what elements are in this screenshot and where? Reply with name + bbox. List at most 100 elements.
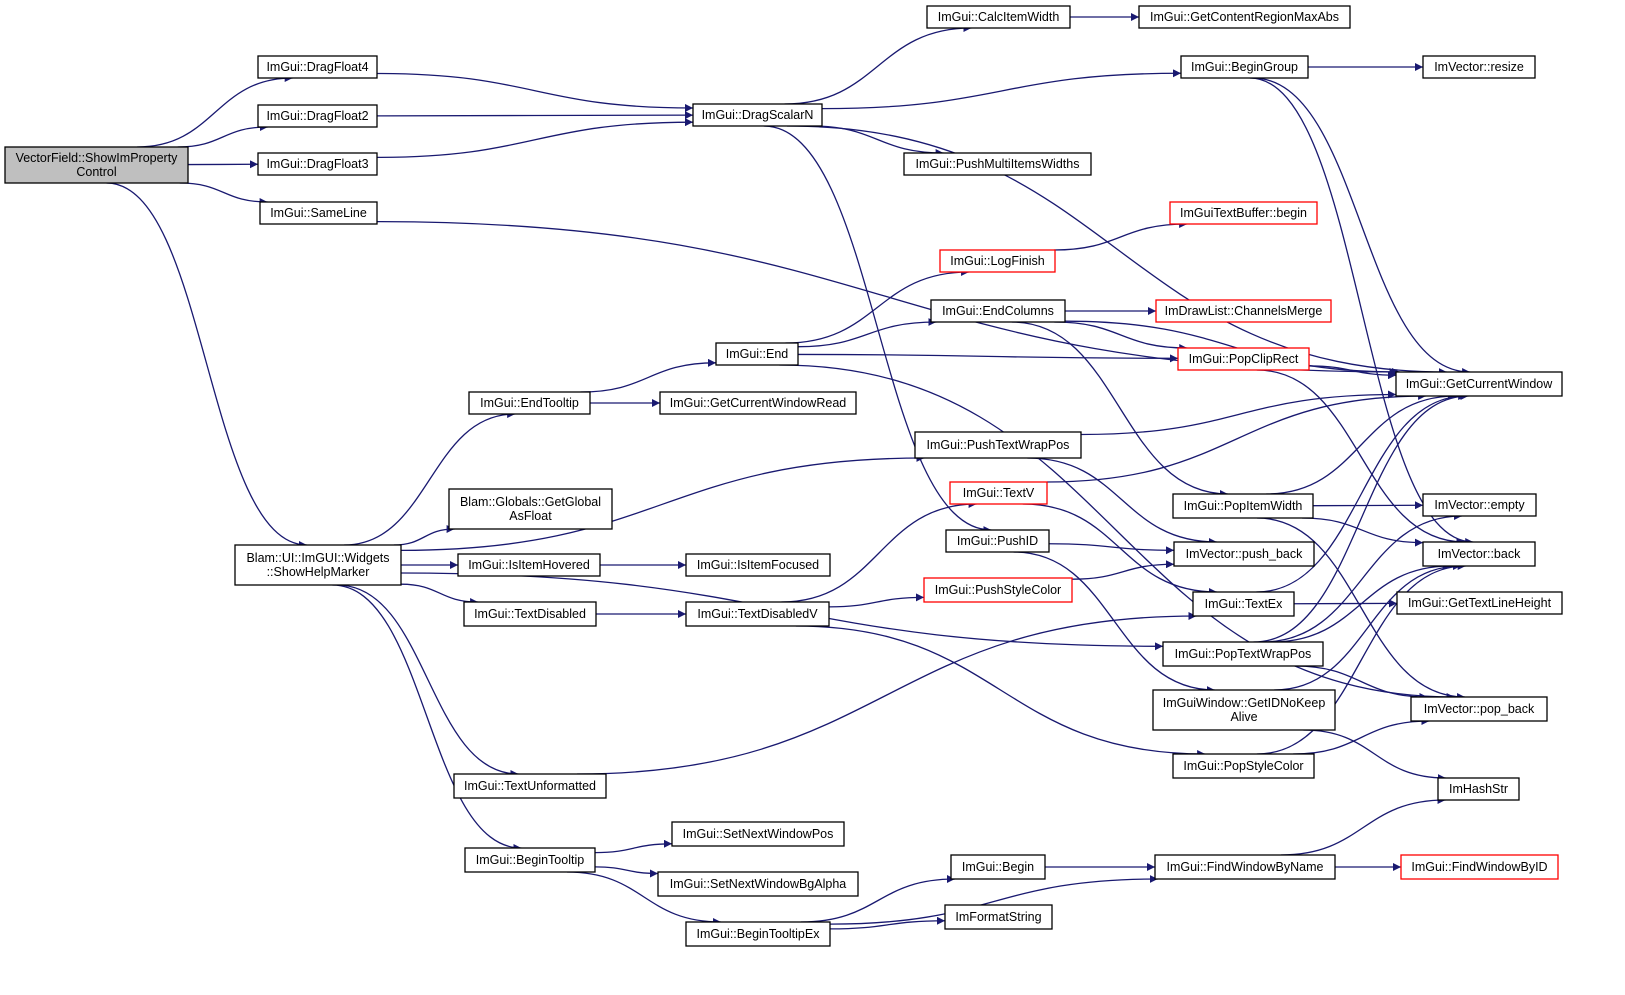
node-imformatstring[interactable]: ImFormatString: [944, 904, 1053, 930]
node-box: [234, 544, 402, 586]
node-box: [685, 921, 831, 947]
node-pushid[interactable]: ImGui::PushID: [945, 529, 1050, 553]
node-box: [903, 152, 1092, 176]
node-textbufferbegin[interactable]: ImGuiTextBuffer::begin: [1169, 201, 1318, 225]
edge-begintooltip-to-setnextwindowpos: [594, 839, 673, 854]
node-label: ImGui::EndTooltip: [480, 396, 579, 410]
node-pushmultiitemswidths[interactable]: ImGui::PushMultiItemsWidths: [903, 152, 1092, 176]
node-back[interactable]: ImVector::back: [1422, 541, 1536, 567]
edge-poptextwrappos-to-back: [1271, 562, 1451, 643]
node-begingroup[interactable]: ImGui::BeginGroup: [1180, 55, 1309, 79]
node-channelsmerge[interactable]: ImDrawList::ChannelsMerge: [1155, 299, 1332, 323]
node-findwindowbyid[interactable]: ImGui::FindWindowByID: [1400, 854, 1559, 880]
node-popcliprect[interactable]: ImGui::PopClipRect: [1177, 347, 1310, 371]
node-setnextwindowpos[interactable]: ImGui::SetNextWindowPos: [671, 821, 845, 847]
node-dragscalarn[interactable]: ImGui::DragScalarN: [692, 103, 823, 127]
node-box: [464, 847, 596, 873]
node-label: ImGuiTextBuffer::begin: [1180, 206, 1307, 220]
node-logfinish[interactable]: ImGui::LogFinish: [939, 249, 1056, 273]
node-endtooltip[interactable]: ImGui::EndTooltip: [468, 391, 591, 415]
node-popback[interactable]: ImVector::pop_back: [1410, 696, 1548, 722]
node-box: [1180, 55, 1309, 79]
edge-dragscalarn-to-calcitemwidth: [784, 24, 972, 105]
edge-getidnokeepalive-to-imhashstr: [1303, 729, 1446, 782]
node-label: ImGui::CalcItemWidth: [938, 10, 1060, 24]
node-df4[interactable]: ImGui::DragFloat4: [257, 55, 378, 79]
node-endcolumns[interactable]: ImGui::EndColumns: [930, 299, 1066, 323]
node-pushtextwrappos[interactable]: ImGui::PushTextWrapPos: [914, 431, 1082, 459]
node-getcontentregionmaxabs[interactable]: ImGui::GetContentRegionMaxAbs: [1138, 5, 1351, 29]
node-sameline[interactable]: ImGui::SameLine: [259, 201, 378, 225]
node-isitemhovered[interactable]: ImGui::IsItemHovered: [457, 553, 601, 577]
node-label: ImGui::DragScalarN: [702, 108, 814, 122]
node-box: [1172, 493, 1314, 519]
node-popstylecolor[interactable]: ImGui::PopStyleColor: [1172, 753, 1315, 779]
node-getcurrentwindow[interactable]: ImGui::GetCurrentWindow: [1395, 371, 1563, 397]
edge-endcolumns-to-getcurrentwindow: [1064, 320, 1400, 376]
node-poptextwrappos[interactable]: ImGui::PopTextWrapPos: [1162, 641, 1324, 667]
node-showhelpmarker[interactable]: Blam::UI::ImGUI::Widgets::ShowHelpMarker: [234, 544, 402, 586]
node-label: ImGui::IsItemHovered: [468, 558, 590, 572]
node-popitemwidth[interactable]: ImGui::PopItemWidth: [1172, 493, 1314, 519]
node-box: [1162, 641, 1324, 667]
edge-end-to-endcolumns: [797, 318, 937, 348]
node-label: ImGui::BeginTooltip: [476, 853, 584, 867]
node-label: ImFormatString: [955, 910, 1041, 924]
edge-end-to-popcliprect: [797, 353, 1179, 363]
node-resize[interactable]: ImVector::resize: [1422, 55, 1536, 79]
node-textv[interactable]: ImGui::TextV: [949, 481, 1048, 505]
node-label: ::ShowHelpMarker: [267, 565, 370, 579]
node-box: [923, 577, 1073, 603]
node-label: ImGui::GetTextLineHeight: [1408, 596, 1552, 610]
edge-popstylecolor-to-back: [1256, 562, 1466, 755]
node-box: [657, 871, 859, 897]
edge-dragscalarn-to-pushmultiitemswidths: [811, 125, 944, 157]
edge-pushtextwrappos-to-getcurrentwindow: [1080, 390, 1397, 436]
edge-popitemwidth-to-popback: [1256, 517, 1466, 701]
node-end[interactable]: ImGui::End: [715, 342, 799, 366]
node-box: [715, 342, 799, 366]
node-label: ImVector::back: [1438, 547, 1521, 561]
node-gettextlineheight[interactable]: ImGui::GetTextLineHeight: [1396, 591, 1563, 615]
node-begin[interactable]: ImGui::Begin: [950, 854, 1046, 880]
node-begintooltip[interactable]: ImGui::BeginTooltip: [464, 847, 596, 873]
node-label: ImGui::SameLine: [270, 206, 367, 220]
edge-begintooltipex-to-begin: [800, 875, 956, 923]
node-begintooltipex[interactable]: ImGui::BeginTooltipEx: [685, 921, 831, 947]
node-box: [944, 904, 1053, 930]
node-empty[interactable]: ImVector::empty: [1422, 493, 1537, 517]
node-box: [4, 146, 189, 184]
node-box: [1138, 5, 1351, 29]
node-textdisabled[interactable]: ImGui::TextDisabled: [463, 601, 597, 627]
node-df3[interactable]: ImGui::DragFloat3: [257, 152, 378, 176]
node-label: ImVector::pop_back: [1424, 702, 1535, 716]
node-pushstylecolor[interactable]: ImGui::PushStyleColor: [923, 577, 1073, 603]
node-textdisabledv[interactable]: ImGui::TextDisabledV: [685, 601, 830, 627]
node-getcurrentwindowread[interactable]: ImGui::GetCurrentWindowRead: [659, 391, 857, 415]
node-box: [1192, 591, 1295, 617]
node-setnextwindowbgalpha[interactable]: ImGui::SetNextWindowBgAlpha: [657, 871, 859, 897]
node-isitemfocused[interactable]: ImGui::IsItemFocused: [685, 553, 831, 577]
node-box: [1396, 591, 1563, 615]
node-label: ImGui::BeginGroup: [1191, 60, 1298, 74]
node-pushback[interactable]: ImVector::push_back: [1173, 541, 1315, 567]
edge-showhelpmarker-to-endtooltip: [344, 410, 516, 546]
node-textunformatted[interactable]: ImGui::TextUnformatted: [453, 773, 607, 799]
node-label: ImGui::TextDisabledV: [697, 607, 818, 621]
edge-showhelpmarker-to-textdisabled: [400, 583, 479, 606]
node-findwindowbyname[interactable]: ImGui::FindWindowByName: [1154, 854, 1336, 880]
edge-showhelpmarker-to-getglobalasfloat: [393, 525, 455, 546]
node-calcitemwidth[interactable]: ImGui::CalcItemWidth: [926, 5, 1071, 29]
node-label: ImGui::EndColumns: [942, 304, 1054, 318]
node-box: [1395, 371, 1563, 397]
node-label: ImGui::PopClipRect: [1189, 352, 1299, 366]
node-imhashstr[interactable]: ImHashStr: [1437, 777, 1520, 801]
node-textex[interactable]: ImGui::TextEx: [1192, 591, 1295, 617]
node-box: [448, 488, 613, 530]
node-label: ImGui::GetCurrentWindow: [1406, 377, 1554, 391]
node-df2[interactable]: ImGui::DragFloat2: [257, 104, 378, 128]
node-label: VectorField::ShowImProperty: [16, 151, 179, 165]
